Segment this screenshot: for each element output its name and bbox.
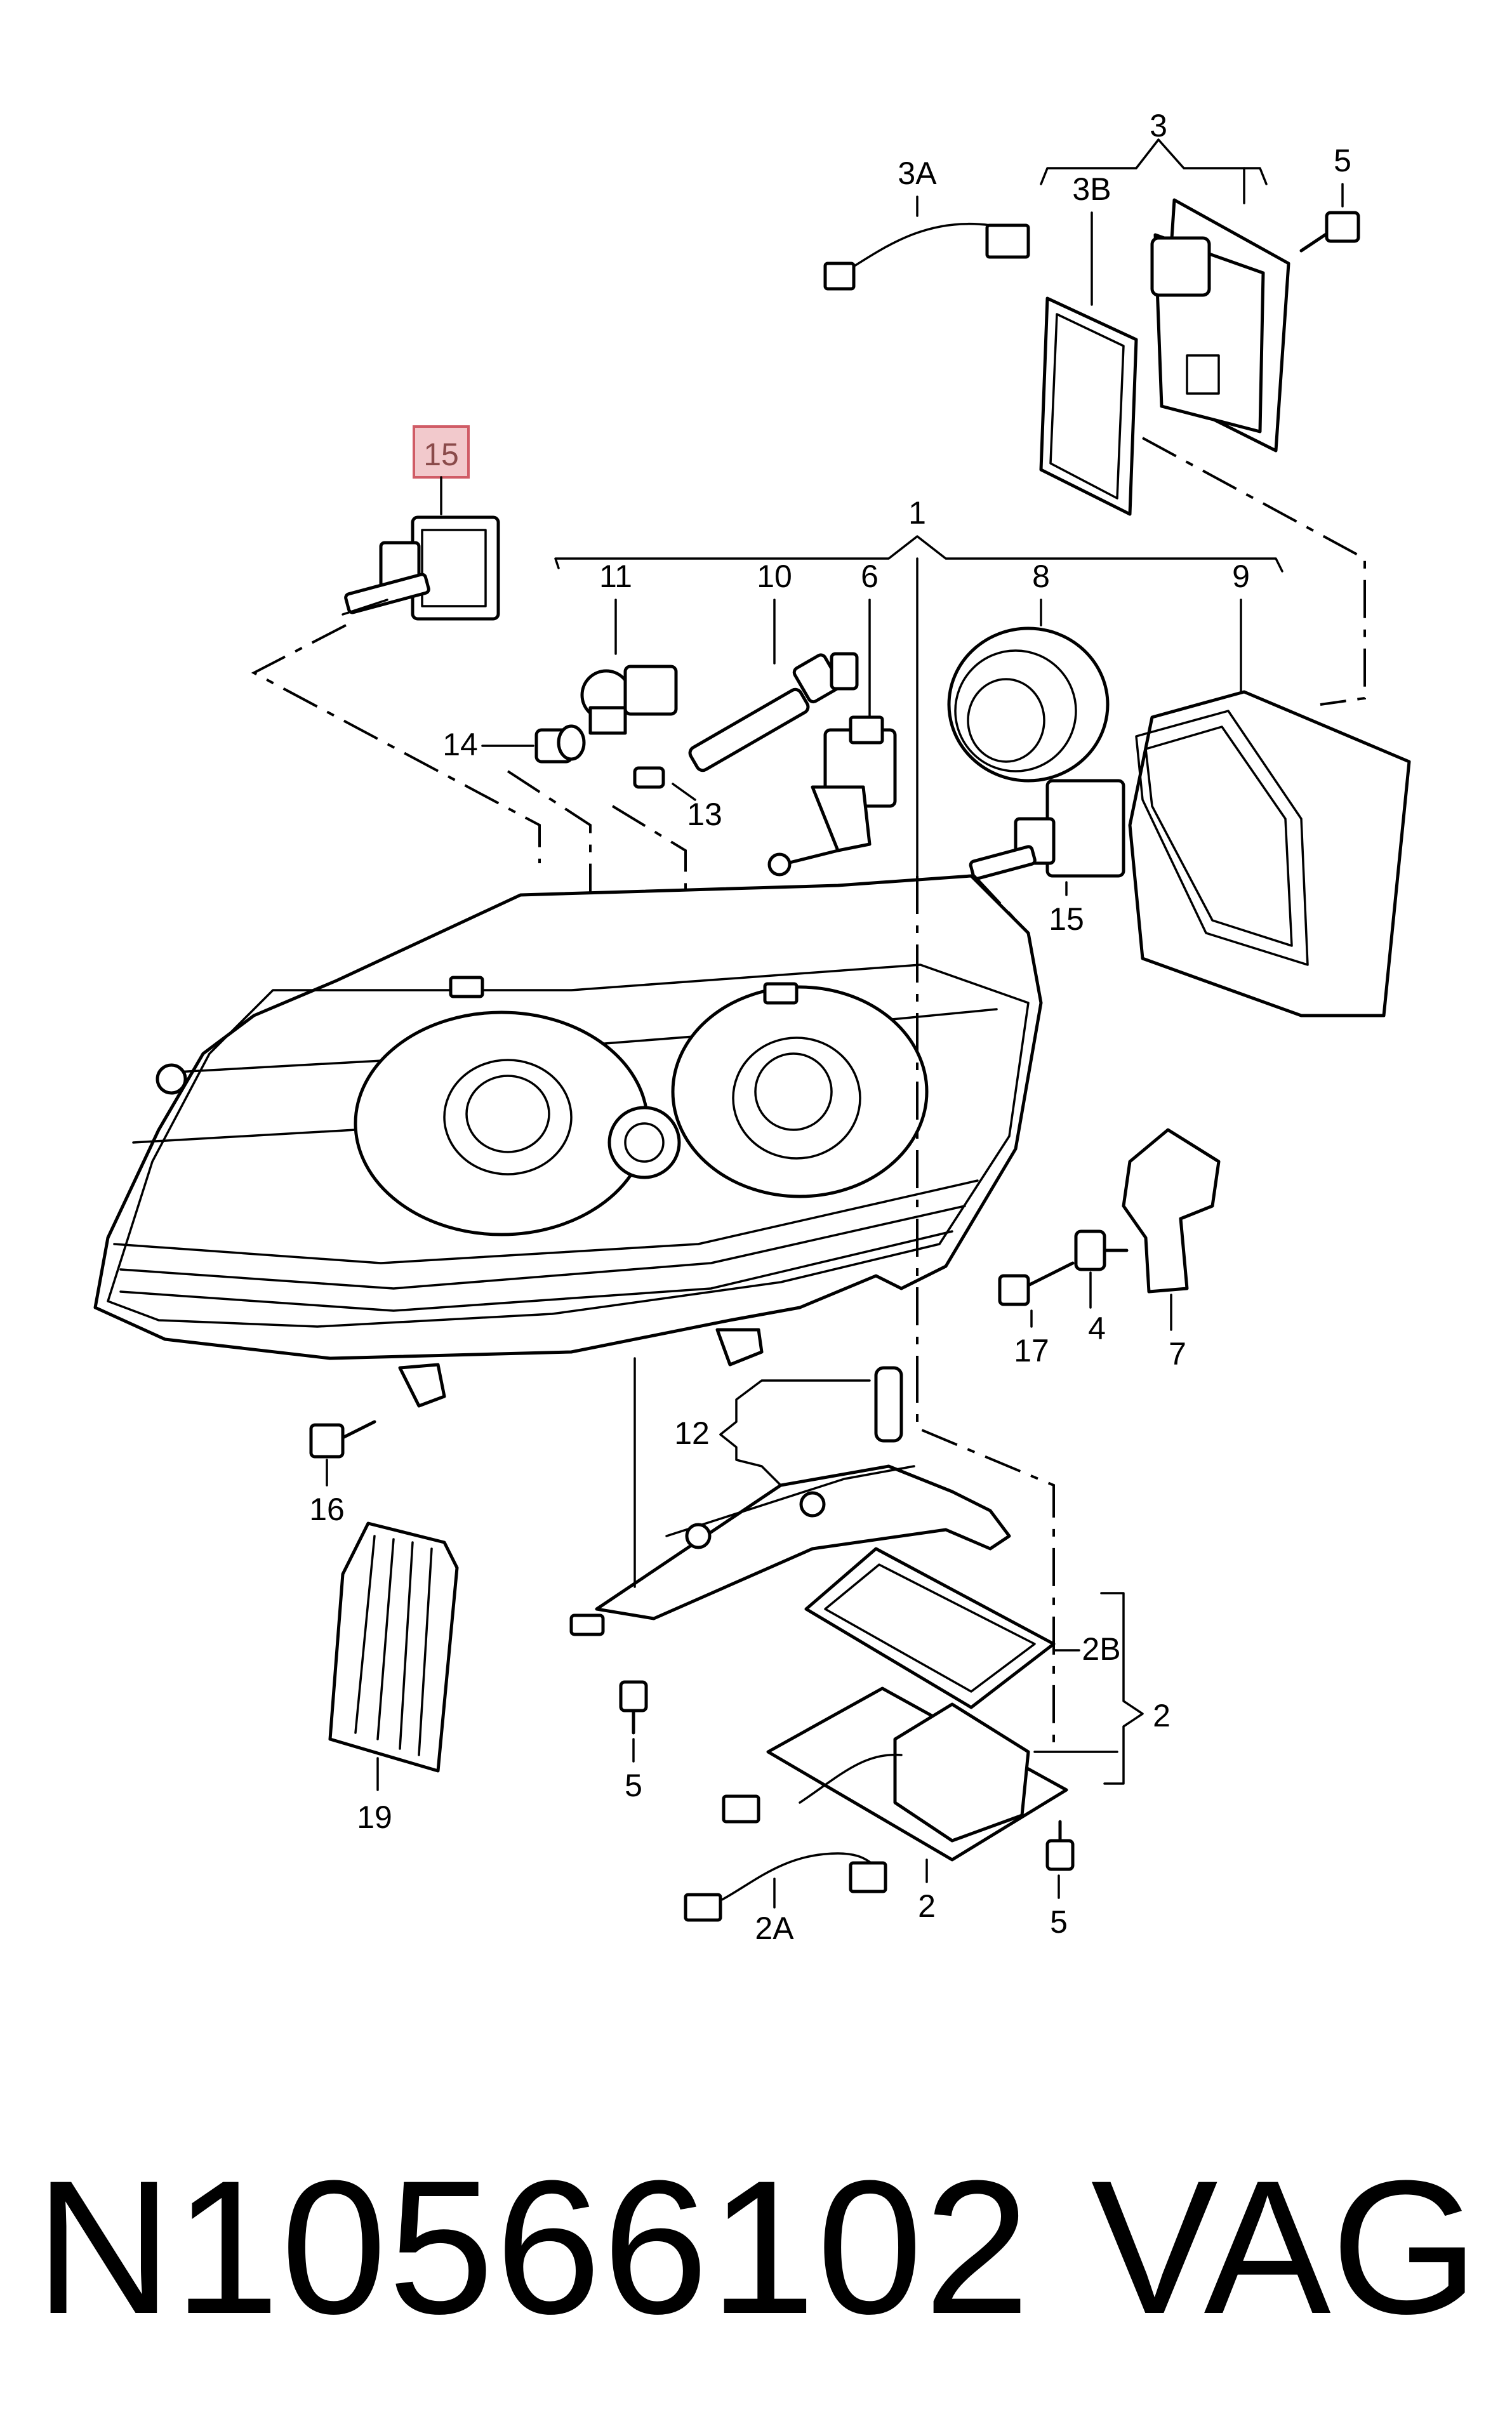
control-unit-bracket-3: 3 <box>1040 108 1268 204</box>
label-19: 19 <box>357 1799 392 1835</box>
control-unit-part-3[interactable] <box>1150 198 1290 453</box>
label-5-mid: 5 <box>625 1768 642 1803</box>
label-6: 6 <box>861 559 879 594</box>
label-3A: 3A <box>898 156 937 191</box>
label-10: 10 <box>757 559 792 594</box>
wiring-harness-part-2A[interactable]: 2A <box>684 1852 887 1946</box>
wiring-harness-part-3A[interactable]: 3A <box>823 156 1030 291</box>
label-15-highlighted: 15 <box>423 437 459 472</box>
screw-part-16[interactable]: 16 <box>309 1420 376 1527</box>
bulb-part-11[interactable]: 11 <box>580 559 678 735</box>
group-bracket-1: 1 <box>554 495 1283 877</box>
bracket-part-7[interactable]: 7 <box>1122 1128 1221 1372</box>
screw-part-17[interactable]: 17 <box>998 1261 1075 1368</box>
xenon-bulb-part-15-right[interactable]: 15 <box>969 779 1125 937</box>
label-9: 9 <box>1232 559 1250 594</box>
xenon-bulb-part-15-highlighted[interactable]: 15 <box>342 425 500 621</box>
label-11: 11 <box>599 559 632 594</box>
dust-cap-part-8[interactable]: 8 <box>947 559 1110 783</box>
label-8: 8 <box>1032 559 1050 594</box>
control-module-bracket-2: 2 <box>1100 1592 1170 1785</box>
screw-part-5-top[interactable]: 5 <box>1299 143 1360 253</box>
small-bulb-part-14[interactable]: 14 <box>442 724 592 1016</box>
screw-part-5-mid[interactable]: 5 <box>619 1680 648 1803</box>
label-7: 7 <box>1169 1336 1186 1372</box>
label-2-lower: 2 <box>918 1888 936 1924</box>
control-module-part-2[interactable]: 2 <box>722 1686 1118 1924</box>
gasket-part-2B[interactable]: 2B <box>804 1547 1121 1709</box>
label-4: 4 <box>1088 1311 1106 1346</box>
label-16: 16 <box>309 1492 345 1527</box>
label-3: 3 <box>1150 108 1167 143</box>
label-2B: 2B <box>1082 1631 1120 1667</box>
bulb-part-10[interactable]: 10 <box>687 559 859 772</box>
adjuster-motor-part-6[interactable]: 6 <box>767 559 897 877</box>
label-17: 17 <box>1014 1333 1049 1368</box>
housing-cover-part-9[interactable]: 9 <box>973 559 1411 1017</box>
label-3B: 3B <box>1072 171 1111 207</box>
label-14: 14 <box>442 727 478 762</box>
label-5-bottom: 5 <box>1050 1904 1068 1940</box>
label-2A: 2A <box>755 1911 794 1946</box>
trim-part-19[interactable]: 19 <box>328 1521 459 1835</box>
label-2: 2 <box>1153 1698 1170 1733</box>
label-1: 1 <box>908 495 926 531</box>
adjuster-part-12[interactable]: 12 <box>569 1366 1011 1636</box>
bulb-part-4[interactable]: 4 <box>1074 1229 1129 1346</box>
screw-part-5-bottom[interactable]: 5 <box>1045 1820 1075 1940</box>
label-13: 13 <box>687 797 722 832</box>
exploded-parts-diagram: 15 1 11 10 6 <box>93 108 1411 1946</box>
brand-name: VAG <box>1091 2140 1479 2354</box>
label-15-right: 15 <box>1049 901 1084 937</box>
headlight-housing[interactable] <box>93 874 1043 1408</box>
gasket-part-3B[interactable]: 3B <box>1039 171 1138 516</box>
part-number: N10566102 <box>35 2140 1031 2354</box>
label-12: 12 <box>674 1415 710 1451</box>
label-5-top: 5 <box>1334 143 1351 178</box>
